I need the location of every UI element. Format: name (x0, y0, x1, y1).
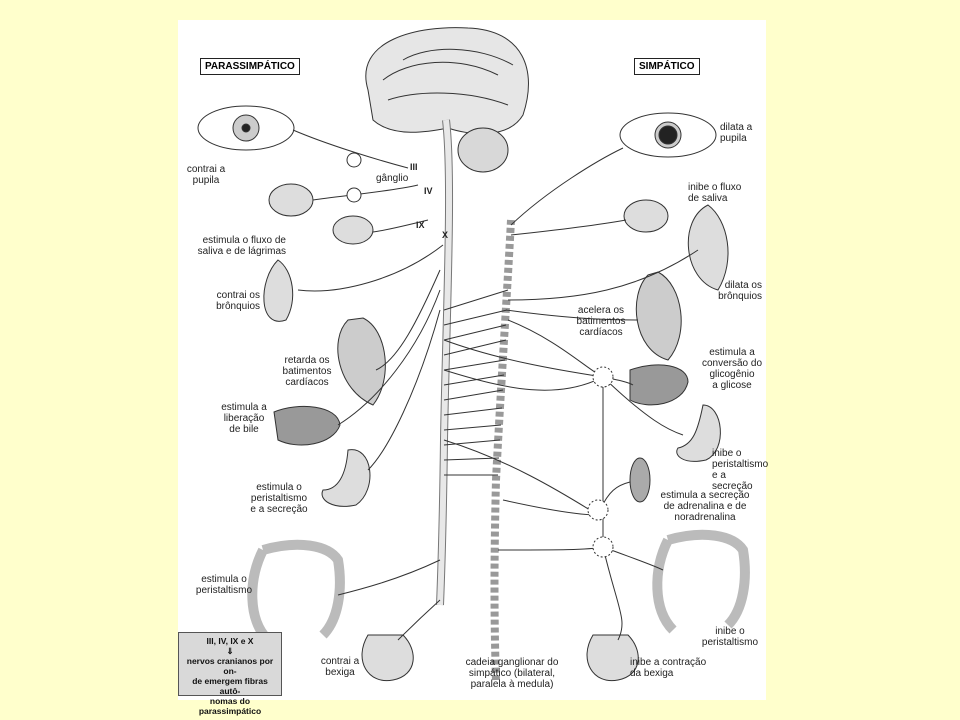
label-contract-bladder: contrai a bexiga (320, 656, 360, 678)
left-intestine (247, 539, 345, 644)
nerve-x-label: X (442, 230, 449, 240)
ganglion-celiac (592, 366, 614, 388)
sympathetic-header: SIMPÁTICO (634, 58, 700, 75)
label-slow-heart: retarda os batimentos cardíacos (282, 355, 332, 388)
left-lung (263, 259, 294, 322)
label-stimulate-adrenaline: estimula a secreção de adrenalina e de n… (660, 490, 750, 523)
sympathetic-chain (490, 219, 515, 681)
ganglion-eye (346, 152, 362, 168)
cranial-nerves-legend: III, IV, IX e X ⇓ nervos cranianos por o… (178, 632, 282, 716)
nerve-iv-label: IV (424, 186, 433, 196)
label-contract-bronchi: contrai os brônquios (216, 290, 260, 312)
legend-nerves: III, IV, IX e X (206, 636, 254, 646)
left-stomach (321, 449, 371, 507)
right-heart (635, 271, 682, 361)
sympathetic-chain-caption: cadeia ganglionar do simpático (bilatera… (465, 657, 559, 690)
right-bladder (586, 634, 639, 682)
right-intestine (652, 529, 750, 634)
label-inhibit-peristalsis: inibe o peristaltismo (701, 626, 759, 648)
ganglion-mesenteric (592, 536, 614, 558)
nerve-ix-label: IX (416, 220, 425, 230)
right-lung (687, 204, 729, 291)
label-dilate-pupil: dilata a pupila (720, 122, 753, 144)
adrenal-kidney (629, 457, 651, 503)
left-salivary-gland (268, 183, 314, 217)
label-accelerate-heart: acelera os batimentos cardíacos (576, 305, 626, 338)
diagram-panel: PARASSIMPÁTICO SIMPÁTICO III IV IX X gân… (178, 20, 769, 716)
label-stimulate-peristalsis-secretion: estimula o peristaltismo e a secreção (250, 482, 308, 515)
right-liver (629, 364, 689, 406)
label-stimulate-saliva: estimula o fluxo de saliva e de lágrimas (197, 235, 286, 257)
legend-arrow-icon: ⇓ (226, 646, 234, 656)
nervous-system-illustration (197, 27, 750, 682)
ganglio-label: gânglio (376, 173, 409, 184)
left-liver (273, 405, 341, 446)
right-stomach (676, 404, 721, 462)
ganglion-saliva (346, 187, 362, 203)
parasympathetic-header: PARASSIMPÁTICO (200, 58, 300, 75)
left-bladder (361, 634, 414, 682)
legend-description: nervos cranianos por on- de emergem fibr… (186, 656, 274, 716)
label-stimulate-peristalsis: estimula o peristaltismo (195, 574, 253, 596)
ganglion-adrenal (587, 499, 609, 521)
label-dilate-bronchi: dilata os brônquios (718, 280, 762, 302)
cerebellum-illustration (457, 127, 509, 173)
label-inhibit-bladder: inibe a contração da bexiga (630, 657, 707, 679)
nerve-iii-label: III (410, 162, 418, 172)
label-inhibit-peristalsis-secretion: inibe o peristaltismo e a secreção (712, 448, 769, 492)
label-contract-pupil: contrai a pupila (186, 164, 226, 186)
right-salivary-gland (623, 199, 669, 233)
label-inhibit-saliva: inibe o fluxo de saliva (688, 182, 742, 204)
label-stimulate-bile: estimula a liberação de bile (221, 402, 267, 435)
brain-illustration (365, 27, 529, 135)
label-stimulate-glycogen: estimula a conversão do glicogênio a gli… (701, 347, 763, 391)
left-heart (337, 317, 386, 406)
